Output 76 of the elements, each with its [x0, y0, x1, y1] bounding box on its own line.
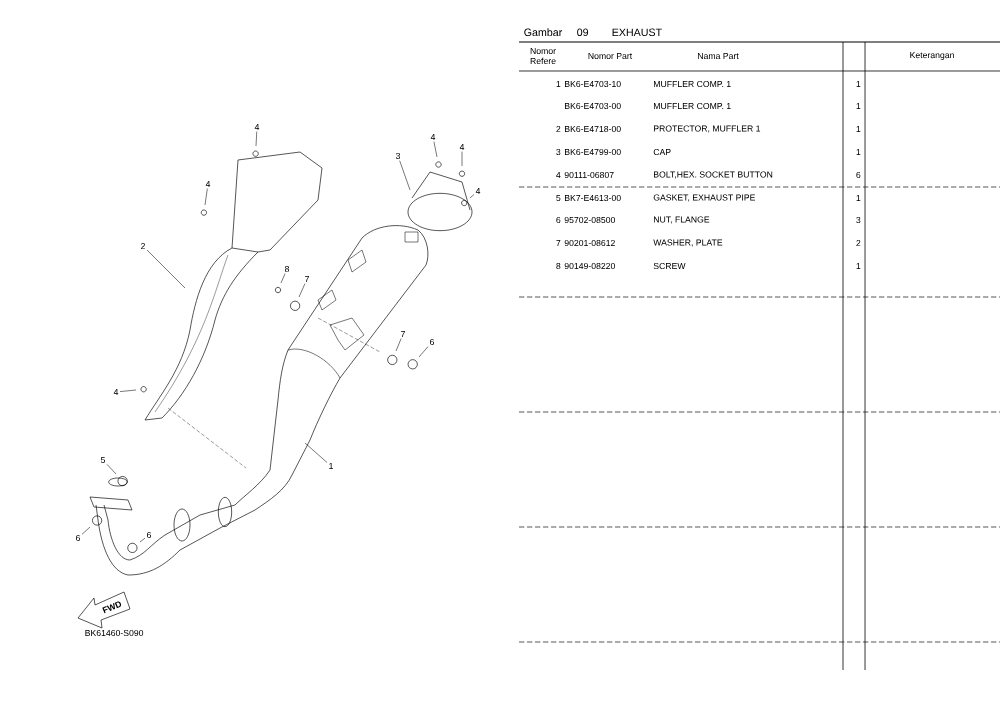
callout-number: 7 — [305, 276, 309, 282]
column-header: Keterangan — [910, 52, 954, 60]
table-cell: 90111-06807 — [564, 171, 614, 179]
leader-line — [204, 188, 208, 206]
callout-number: 1 — [329, 463, 333, 469]
table-cell: 2 — [556, 126, 561, 133]
leader-line — [280, 273, 286, 284]
table-cell: 8 — [556, 262, 561, 270]
callout-number: 4 — [254, 124, 260, 130]
table-cell: 95702-08500 — [564, 216, 615, 224]
table-cell: 6 — [856, 171, 861, 179]
table-cell: 7 — [556, 240, 561, 246]
column-header: Nomor Refere — [530, 48, 556, 64]
leader-line — [298, 283, 306, 298]
leader-line — [461, 151, 463, 167]
table-cell: 4 — [556, 172, 561, 178]
drawing-code: BK61460-S090 — [85, 629, 144, 637]
leader-line — [106, 464, 117, 475]
table-cell: GASKET, EXHAUST PIPE — [653, 194, 755, 202]
table-cell: 1 — [856, 103, 861, 109]
table-cell: 1 — [856, 149, 861, 155]
callout-number: 3 — [395, 152, 401, 160]
leader-line — [395, 338, 402, 352]
figure-title: EXHAUST — [612, 28, 662, 37]
table-cell: 5 — [556, 195, 561, 201]
table-cell: WASHER, PLATE — [653, 239, 723, 247]
leader-line — [399, 160, 411, 191]
table-cell: SCREW — [653, 262, 686, 270]
leader-line — [119, 389, 137, 392]
table-cell: BK7-E4613-00 — [565, 194, 621, 202]
table-cell: 1 — [856, 81, 861, 87]
table-cell: 1 — [556, 81, 561, 87]
leader-line — [433, 141, 438, 158]
table-cell: 90149-08220 — [564, 262, 615, 270]
column-header: Nama Part — [698, 53, 739, 59]
callout-number: 6 — [147, 531, 152, 539]
callout-number: 4 — [205, 181, 211, 187]
leader-line — [139, 537, 146, 543]
table-cell: BK6-E4799-00 — [565, 148, 621, 156]
callout-number: 8 — [284, 265, 290, 273]
column-header: Nomor Part — [588, 53, 633, 59]
leader-line — [469, 194, 475, 199]
leader-line — [304, 442, 328, 463]
leader-line — [418, 346, 429, 358]
callout-number: 4 — [430, 134, 436, 140]
table-cell: 90201-08612 — [564, 239, 615, 247]
arrow-label: FWD — [102, 601, 122, 614]
table-cell: BK6-E4718-00 — [565, 125, 621, 133]
table-cell: CAP — [653, 148, 671, 156]
table-cell: 6 — [556, 216, 561, 224]
leader-line — [146, 249, 186, 289]
callout-number: 4 — [475, 188, 481, 194]
callout-number: 7 — [401, 331, 405, 337]
leader-line — [255, 131, 258, 147]
leader-line — [81, 526, 91, 535]
table-cell: BOLT,HEX. SOCKET BUTTON — [654, 171, 773, 179]
callout-number: 5 — [100, 457, 106, 464]
callout-number: 2 — [141, 243, 145, 250]
table-cell: 1 — [856, 195, 861, 201]
table-cell: 2 — [856, 240, 861, 247]
table-cell: NUT, FLANGE — [654, 216, 710, 224]
table-cell: PROTECTOR, MUFFLER 1 — [654, 125, 761, 133]
callout-number: 6 — [76, 534, 81, 542]
table-cell: 1 — [856, 126, 861, 132]
table-cell: 1 — [856, 263, 861, 269]
table-cell: BK6-E4703-10 — [565, 80, 621, 88]
callout-number: 4 — [459, 144, 465, 150]
callout-number: 4 — [113, 389, 119, 395]
figure-number: 09 — [577, 28, 589, 37]
table-cell: 3 — [856, 216, 861, 224]
table-cell: MUFFLER COMP. 1 — [654, 102, 731, 110]
figure-title: Gambar — [524, 28, 563, 37]
table-cell: 3 — [556, 148, 561, 156]
table-cell: MUFFLER COMP. 1 — [654, 80, 731, 88]
callout-number: 6 — [430, 338, 435, 346]
table-cell: BK6-E4703-00 — [565, 102, 621, 110]
